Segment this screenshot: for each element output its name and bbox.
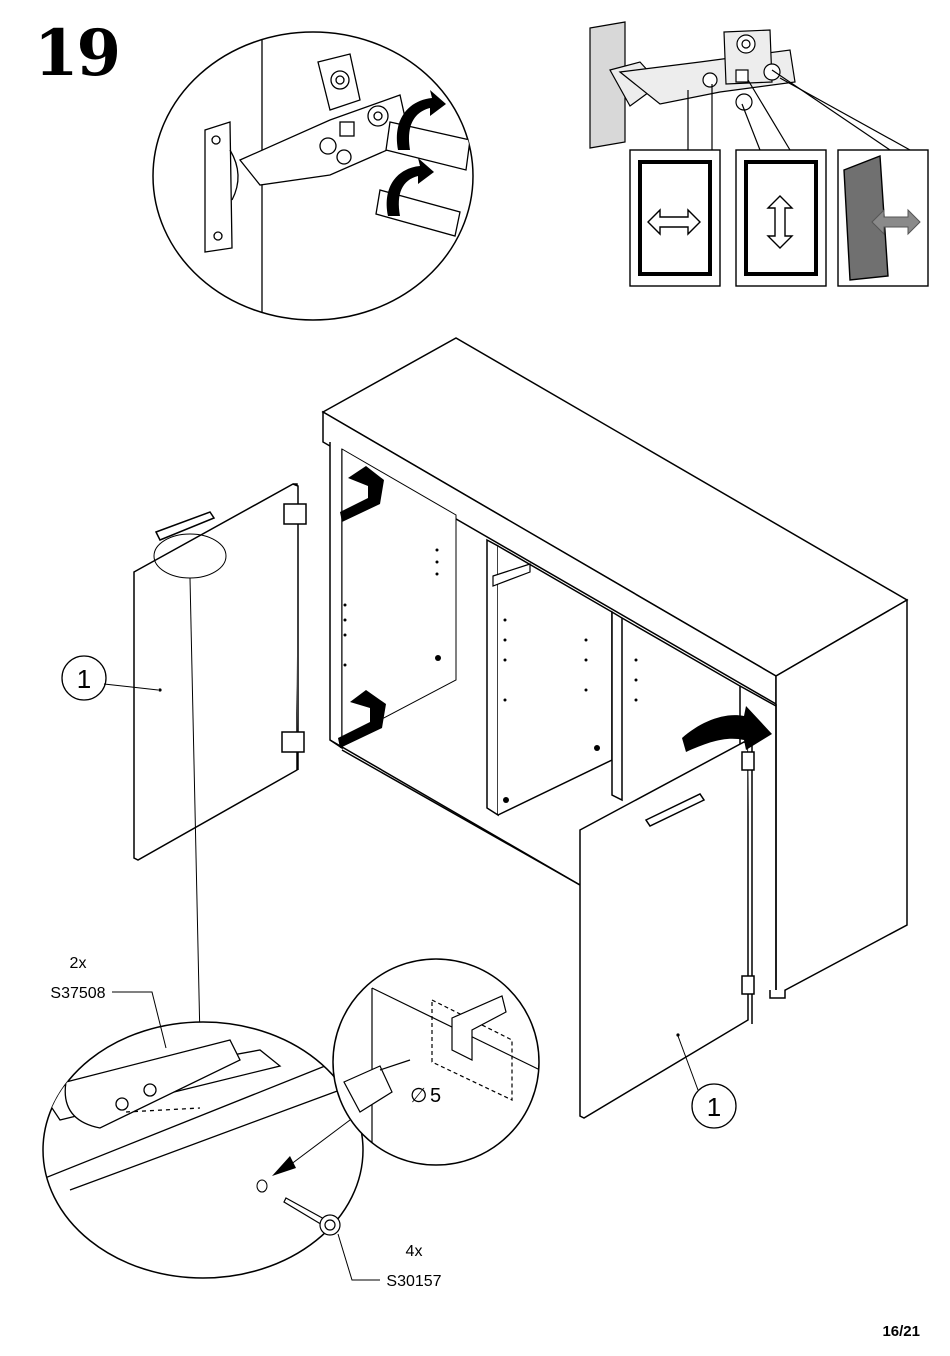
door-right [580,742,754,1118]
callout-door-right-number: 1 [707,1092,721,1122]
handle-quantity: 2x [70,955,87,972]
callout-door-left-number: 1 [77,664,91,694]
screw-quantity: 4x [406,1243,423,1260]
hinge-adjustment-detail [590,22,928,286]
drill-diameter-value: 5 [430,1085,441,1107]
door-left [134,484,306,860]
hinge-detail-circle [153,30,473,320]
handle-code: S37508 [50,985,105,1002]
drill-diameter-symbol: ∅ [410,1085,427,1107]
screw-code: S30157 [386,1273,441,1290]
drill-diameter-label: ∅ 5 [410,1085,441,1107]
hinge-adjust-icon [590,22,910,150]
handle-detail-circle [40,1022,363,1278]
part-screw-label: 4x S30157 [338,1234,442,1290]
drill-detail-circle [333,959,540,1165]
page-number: 16/21 [882,1323,920,1340]
